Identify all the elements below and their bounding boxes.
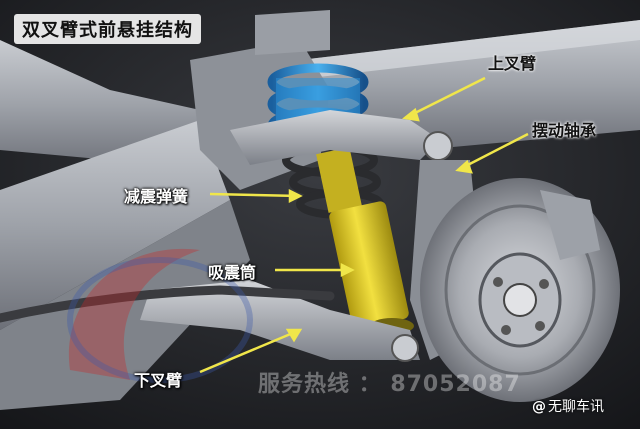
watermark-logo [68, 248, 201, 380]
watermark-signature: @无聊车讯 [532, 396, 604, 416]
leader-lines [199, 76, 529, 374]
lower-frame [0, 200, 250, 410]
watermark-phone: 服务热线 ： 87052087 [258, 372, 521, 397]
label-upper-arm: 上叉臂 [488, 54, 537, 73]
brake-disc [420, 178, 620, 402]
front-crossmember [0, 120, 230, 330]
label-damper: 吸震筒 [208, 263, 257, 282]
signature-text: 无聊车讯 [548, 399, 604, 415]
label-spring: 减震弹簧 [124, 187, 189, 206]
at-icon: @ [532, 399, 546, 415]
label-ball-joint: 摆动轴承 [532, 121, 597, 140]
lower-ball-joint [391, 334, 419, 362]
upper-control-arm [230, 110, 440, 165]
anti-roll-bar [0, 285, 335, 323]
upper-ball-joint [423, 131, 453, 161]
label-lower-arm: 下叉臂 [134, 371, 183, 390]
diagram-title: 双叉臂式前悬挂结构 [14, 14, 201, 44]
lower-control-arm [140, 280, 420, 360]
